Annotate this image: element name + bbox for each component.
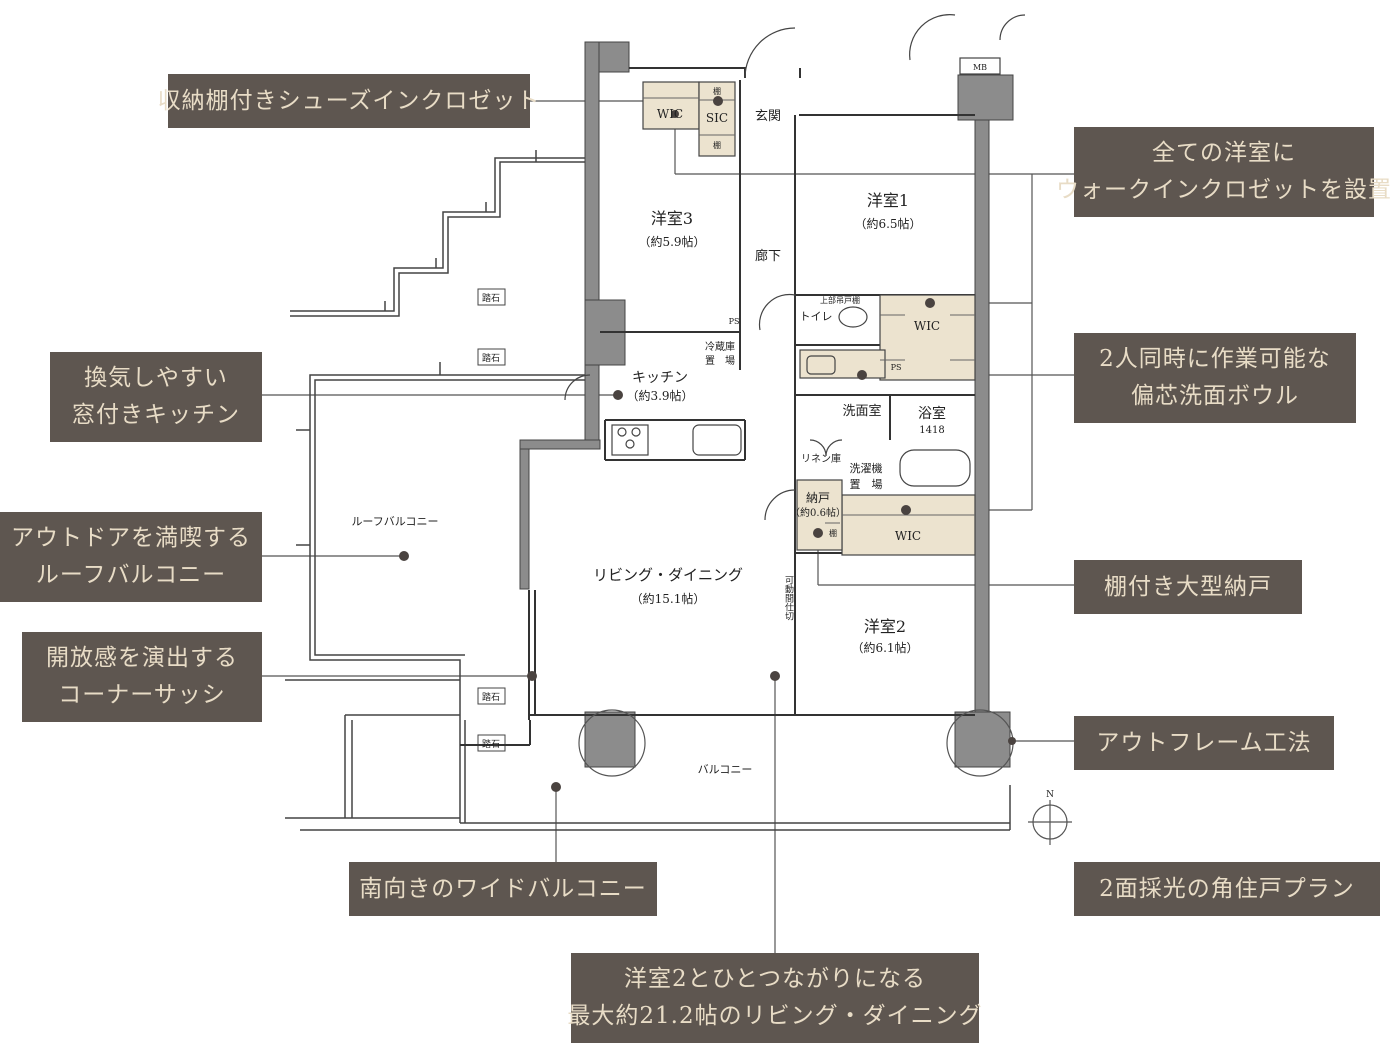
callout-kitchen-line2: 窓付きキッチン (72, 402, 240, 428)
shelf-label-b: 棚 (713, 140, 721, 150)
wic-label-1: WIC (914, 319, 940, 333)
callout-storage: 棚付き大型納戸 (1074, 560, 1302, 614)
callout-bowl-line2: 偏芯洗面ボウル (1131, 383, 1299, 409)
fridge-label-2: 置 場 (705, 354, 735, 367)
fridge-label-1: 冷蔵庫 (705, 340, 735, 353)
upper-shelf-label: 上部吊戸棚 (820, 295, 860, 305)
western3-label: 洋室3 (651, 209, 693, 228)
room-labels: 洋室3 （約5.9帖） 洋室1 （約6.5帖） 洋室2 （約6.1帖） キッチン… (351, 63, 1054, 800)
callout-roof-balcony-line2: ルーフバルコニー (35, 562, 227, 588)
western2-label: 洋室2 (864, 617, 906, 636)
laundry-label-1: 洗濯機 (850, 461, 883, 475)
callout-roof-balcony: アウトドアを満喫する ルーフバルコニー (0, 512, 262, 602)
callout-corner-sash: 開放感を演出する コーナーサッシ (22, 632, 262, 722)
entrance-label: 玄関 (755, 109, 781, 124)
callout-shoes-closet: 収納棚付きシューズインクロゼット (158, 74, 539, 128)
callout-corner-plan-text: 2面採光の角住戸プラン (1099, 875, 1355, 902)
stepping-stone-2: 踏石 (482, 352, 500, 364)
western1-label: 洋室1 (867, 191, 909, 210)
callout-corner-plan: 2面採光の角住戸プラン (1074, 862, 1380, 916)
callout-wic-all-line2: ウォークインクロゼットを設置 (1056, 177, 1392, 203)
callout-south-balcony-text: 南向きのワイドバルコニー (359, 875, 647, 902)
western2-size: （約6.1帖） (851, 640, 918, 655)
callout-corner-sash-line1: 開放感を演出する (46, 645, 238, 671)
linen-label: リネン庫 (801, 452, 841, 465)
callout-kitchen-line1: 換気しやすい (84, 365, 228, 391)
roof-balcony-outline (285, 150, 1011, 831)
movable-partition-label: 可動間仕切 (783, 575, 794, 621)
callout-storage-text: 棚付き大型納戸 (1104, 573, 1272, 600)
balcony-label: バルコニー (698, 763, 753, 776)
balcony-columns (578, 709, 1072, 845)
living-label: リビング・ダイニング (593, 566, 743, 584)
laundry-label-2: 置 場 (850, 478, 883, 491)
closets (642, 81, 976, 556)
callout-kitchen: 換気しやすい 窓付きキッチン (50, 352, 262, 442)
callout-outframe-text: アウトフレーム工法 (1096, 729, 1312, 756)
sic-label: SIC (706, 111, 728, 125)
ps-label-1: PS (729, 317, 740, 326)
callout-living-line1: 洋室2とひとつながりになる (623, 966, 927, 992)
fixtures (564, 14, 1026, 521)
callout-bowl-line1: 2人同時に作業可能な (1099, 346, 1331, 372)
callout-south-balcony: 南向きのワイドバルコニー (349, 862, 657, 916)
kitchen-label: キッチン (632, 370, 688, 386)
callout-roof-balcony-line1: アウトドアを満喫する (11, 525, 251, 551)
living-size: （約15.1帖） (631, 591, 706, 606)
toilet-label: トイレ (800, 310, 833, 323)
wic-label-2: WIC (895, 529, 921, 543)
stepping-stones (477, 288, 506, 752)
shelf-label-a: 棚 (713, 86, 721, 96)
north-label: N (1046, 790, 1054, 800)
mb-label: MB (973, 63, 987, 72)
callout-living-line2: 最大約21.2帖のリビング・ダイニング (567, 1003, 983, 1029)
callout-bowl: 2人同時に作業可能な 偏芯洗面ボウル (1074, 333, 1356, 423)
callout-corner-sash-line2: コーナーサッシ (58, 682, 226, 708)
western3-size: （約5.9帖） (638, 234, 705, 249)
callout-wic-all-line1: 全ての洋室に (1152, 140, 1296, 166)
ps-label-2: PS (891, 363, 902, 372)
stepping-stone-3: 踏石 (482, 691, 500, 703)
roof-balcony-label: ルーフバルコニー (351, 515, 438, 528)
walls (519, 41, 1014, 768)
callout-shoes-closet-text: 収納棚付きシューズインクロゼット (157, 87, 541, 114)
western1-size: （約6.5帖） (854, 216, 921, 231)
storage-label: 納戸 (806, 491, 830, 505)
callout-wic-all: 全ての洋室に ウォークインクロゼットを設置 (1056, 127, 1391, 217)
storage-size: （約0.6帖） (790, 506, 846, 519)
washroom-label: 洗面室 (842, 403, 881, 419)
bath-label: 浴室 (918, 405, 946, 422)
shelf-label-c: 棚 (829, 528, 837, 538)
stepping-stone-4: 踏石 (482, 738, 500, 750)
kitchen-size: （約3.9帖） (626, 388, 693, 403)
bath-size: 1418 (919, 425, 944, 436)
wic-label-3: WIC (657, 107, 683, 121)
stepping-stone-1: 踏石 (482, 292, 500, 304)
marker-dots (399, 96, 1016, 792)
callout-living: 洋室2とひとつながりになる 最大約21.2帖のリビング・ダイニング (567, 953, 982, 1043)
corridor-label: 廊下 (755, 248, 781, 264)
callout-outframe: アウトフレーム工法 (1074, 716, 1334, 770)
